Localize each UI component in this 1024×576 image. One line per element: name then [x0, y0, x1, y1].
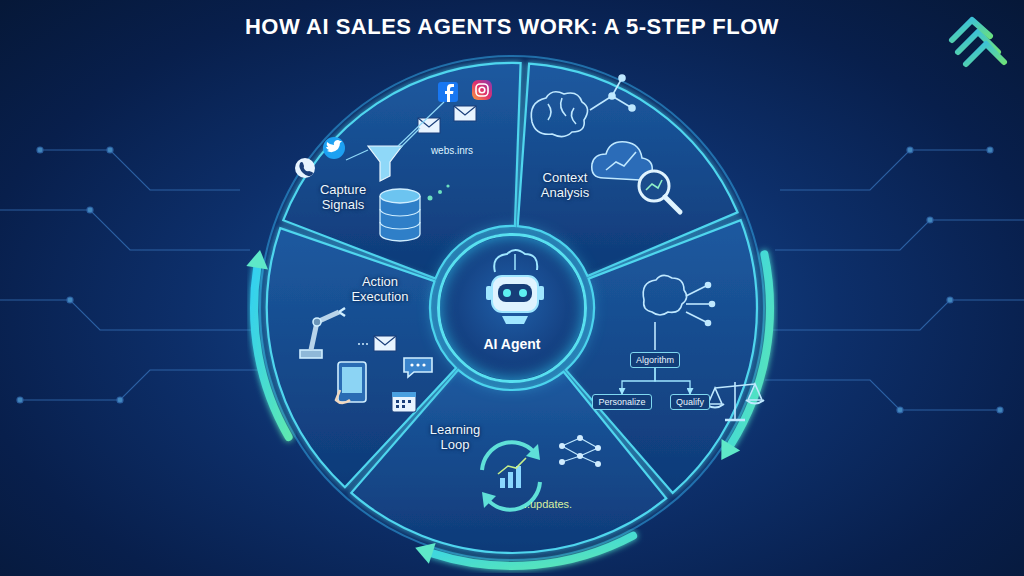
process-box: Personalize	[592, 394, 651, 410]
ring-segments	[267, 63, 757, 553]
process-box: Algorithm	[630, 352, 680, 368]
step-label: Action Execution	[343, 273, 417, 307]
update-label: ..updates.	[524, 498, 572, 510]
node-text: Personalize	[598, 397, 645, 407]
action-icons	[300, 308, 432, 412]
signal-icons	[295, 80, 492, 241]
robot-icon	[440, 236, 590, 386]
arrow-head	[721, 439, 740, 460]
node-text: Learning Loop	[425, 423, 485, 453]
node-text: Context Analysis	[531, 171, 599, 201]
flow-arrows	[246, 250, 770, 566]
node-text: Action Execution	[345, 275, 415, 305]
hub-circle: AI Agent	[437, 233, 587, 383]
learning-icons	[482, 435, 601, 510]
source-label: webs.inrs	[431, 145, 473, 156]
ring-segment	[267, 228, 456, 487]
diagram-title: HOW AI SALES AGENTS WORK: A 5-STEP FLOW	[0, 14, 1024, 40]
ring-segment	[351, 370, 666, 553]
decision-icons	[643, 275, 764, 420]
process-box: Qualify	[670, 394, 710, 410]
flow-arrow	[731, 254, 770, 444]
step-label: Learning Loop	[423, 421, 487, 455]
arrow-head	[415, 543, 436, 564]
node-text: Algorithm	[636, 355, 674, 365]
step-label: Capture Signals	[307, 181, 379, 215]
analysis-icons	[531, 75, 680, 212]
node-text: Capture Signals	[309, 183, 377, 213]
node-text: AI Agent	[483, 336, 540, 352]
outer-ring	[260, 56, 764, 560]
node-text: Qualify	[676, 397, 704, 407]
flow-connector	[622, 368, 655, 394]
step-label: Context Analysis	[529, 169, 601, 203]
arrow-head	[246, 250, 268, 270]
flow-arrow	[254, 268, 289, 437]
logo	[952, 20, 1004, 64]
flow-arrow	[432, 536, 633, 566]
flow-connector	[655, 368, 690, 394]
